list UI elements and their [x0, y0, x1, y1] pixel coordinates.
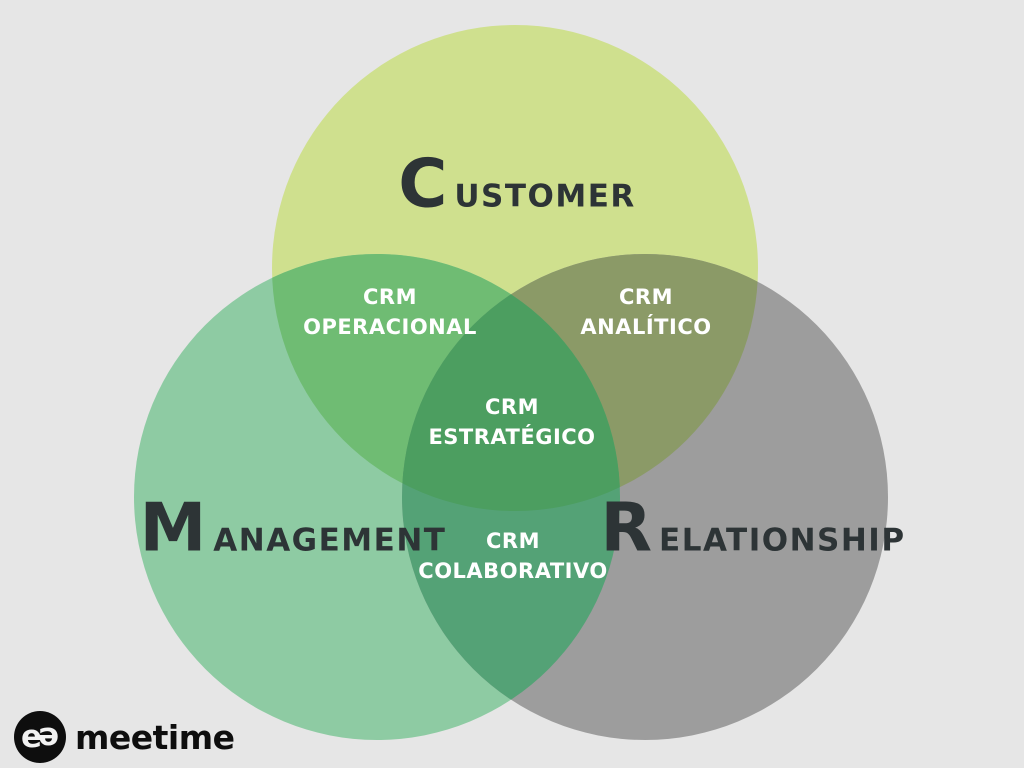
relationship-title: R ELATIONSHIP — [600, 488, 906, 567]
logo-glyph-e-flipped: e — [40, 719, 60, 756]
meetime-logo: e e meetime — [14, 711, 235, 763]
overlap-label-line1: CRM — [485, 395, 539, 419]
overlap-label-line1: CRM — [619, 285, 673, 309]
overlap-label-crm-colaborativo: CRM COLABORATIVO — [418, 526, 607, 586]
relationship-initial: R — [600, 488, 653, 567]
overlap-region-crm-estrategico — [402, 254, 620, 511]
overlap-label-crm-analitico: CRM ANALÍTICO — [580, 282, 711, 342]
customer-initial: C — [398, 144, 448, 223]
overlap-label-line2: ANALÍTICO — [580, 315, 712, 339]
customer-title: C USTOMER — [398, 144, 636, 223]
overlap-label-crm-operacional: CRM OPERACIONAL — [303, 282, 477, 342]
overlap-label-line2: COLABORATIVO — [418, 559, 608, 583]
management-initial: M — [139, 488, 207, 567]
management-rest: ANAGEMENT — [213, 522, 447, 559]
meetime-double-e-icon: e e — [14, 711, 66, 763]
overlap-label-line2: ESTRATÉGICO — [428, 425, 596, 449]
meetime-wordmark: meetime — [75, 717, 235, 757]
overlap-label-line2: OPERACIONAL — [303, 315, 477, 339]
management-title: M ANAGEMENT — [139, 488, 447, 567]
overlap-label-line1: CRM — [363, 285, 417, 309]
customer-rest: USTOMER — [454, 178, 636, 215]
logo-glyph-e: e — [20, 718, 42, 755]
overlap-label-crm-estrategico: CRM ESTRATÉGICO — [428, 392, 595, 452]
relationship-rest: ELATIONSHIP — [659, 522, 906, 559]
overlap-label-line1: CRM — [486, 529, 540, 553]
